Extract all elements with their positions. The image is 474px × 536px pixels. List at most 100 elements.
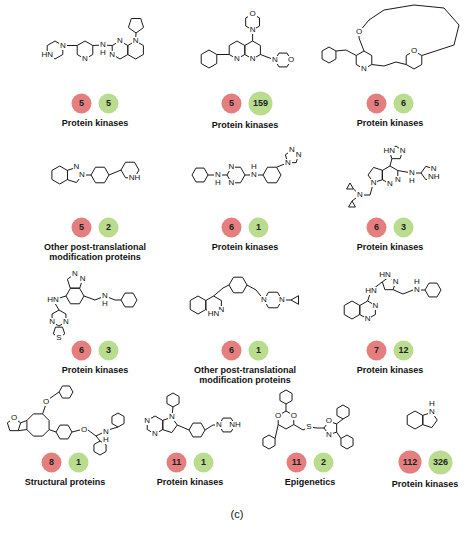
atom-label: N xyxy=(325,431,333,439)
count-number: 7 xyxy=(374,345,379,355)
count-number: 1 xyxy=(76,457,81,467)
atom-label: N xyxy=(413,286,421,294)
count-number: 3 xyxy=(401,222,406,232)
category-label: Protein kinases xyxy=(25,365,165,375)
atom-label: N xyxy=(59,42,67,50)
atom-label: N xyxy=(430,165,438,173)
atom-label: N xyxy=(132,37,140,45)
count-number: 6 xyxy=(401,98,406,108)
atom-label: N xyxy=(143,417,151,425)
bond xyxy=(115,300,121,301)
atom-label: N xyxy=(250,171,258,179)
ring-bond xyxy=(425,283,441,297)
bond xyxy=(214,288,223,296)
category-label: Epigenetics xyxy=(254,477,366,487)
atom-label: HN xyxy=(40,51,54,59)
ring-bond xyxy=(91,167,109,183)
atom-label: O xyxy=(10,414,18,422)
ring-bond xyxy=(341,435,353,449)
atom-label: N xyxy=(71,270,79,278)
atom-label: O xyxy=(248,10,256,18)
atom-label: H xyxy=(99,49,107,57)
atom-label: N xyxy=(228,179,236,187)
atom-label: N xyxy=(372,302,380,310)
count-number: 12 xyxy=(398,345,408,355)
count-number: 1 xyxy=(201,457,206,467)
atom-label: N xyxy=(168,413,176,421)
count-number: 2 xyxy=(106,222,111,232)
atom-label: N xyxy=(228,163,236,171)
red-count-circle: 6 xyxy=(221,340,242,361)
green-count-circle: 12 xyxy=(393,340,414,361)
atom-label: O xyxy=(290,412,298,420)
category-label: Protein kinases xyxy=(175,242,315,252)
category-label: Protein kinases xyxy=(25,118,165,128)
bond xyxy=(49,430,56,432)
panel-caption: (c) xyxy=(231,508,244,520)
count-number: 5 xyxy=(374,98,379,108)
ring-bond xyxy=(322,47,336,63)
green-count-circle: 1 xyxy=(68,452,89,473)
count-number: 11 xyxy=(172,457,182,467)
chemical-structure xyxy=(52,274,137,338)
atom-label: N xyxy=(78,171,86,179)
count-number: 5 xyxy=(79,222,84,232)
atom-label: S xyxy=(305,423,312,431)
green-count-circle: 5 xyxy=(98,93,119,114)
atom-label: N xyxy=(278,296,286,304)
chemical-structure xyxy=(344,277,441,319)
ring-bond xyxy=(263,435,275,449)
atom-label: N xyxy=(370,179,378,187)
ring-bond xyxy=(27,414,49,436)
ring-bond xyxy=(121,293,137,307)
atom-label: HN xyxy=(364,287,378,295)
category-label: Protein kinases xyxy=(320,365,460,375)
count-number: 1 xyxy=(256,345,261,355)
atom-label: H xyxy=(428,400,436,408)
bond xyxy=(247,285,256,290)
bond xyxy=(21,420,27,422)
bond xyxy=(109,170,121,175)
atom-label: O xyxy=(274,412,282,420)
chemical-structure xyxy=(47,19,143,59)
atom-label: N xyxy=(392,278,400,286)
green-count-circle: 159 xyxy=(248,91,273,116)
count-number: 3 xyxy=(106,345,111,355)
atom-label: H xyxy=(413,278,421,286)
atom-label: H xyxy=(408,177,416,185)
count-number: 6 xyxy=(79,345,84,355)
bond xyxy=(205,425,213,430)
atom-label: N xyxy=(101,292,109,300)
red-count-circle: 7 xyxy=(366,340,387,361)
count-number: 112 xyxy=(403,457,418,467)
atom-label: N xyxy=(214,171,222,179)
chemical-structure xyxy=(201,14,291,68)
atom-label: HN xyxy=(207,310,221,318)
ring-bond xyxy=(66,288,84,304)
count-number: 6 xyxy=(374,222,379,232)
atom-label: NH xyxy=(128,174,142,182)
ring-bond xyxy=(189,423,205,437)
ring-bond xyxy=(52,166,68,184)
count-number: 6 xyxy=(229,222,234,232)
red-count-circle: 6 xyxy=(221,217,242,238)
green-count-circle: 3 xyxy=(393,217,414,238)
atom-label: H xyxy=(214,179,222,187)
bond xyxy=(336,50,356,56)
chemical-structure xyxy=(263,390,353,449)
atom-label: NH xyxy=(228,421,242,429)
ring-bond xyxy=(128,19,143,33)
bond xyxy=(390,159,392,166)
atom-label: N xyxy=(394,176,402,184)
bond xyxy=(217,54,229,55)
bond xyxy=(337,419,343,424)
chemical-structure xyxy=(190,277,298,314)
red-count-circle: 5 xyxy=(366,93,387,114)
atom-label: NH xyxy=(427,173,441,181)
green-count-circle: 1 xyxy=(193,452,214,473)
atom-label: N xyxy=(81,55,89,63)
atom-label: N xyxy=(399,147,407,155)
ring-bond xyxy=(112,413,124,427)
ring-bond xyxy=(337,405,349,419)
atom-label: N xyxy=(386,180,394,188)
